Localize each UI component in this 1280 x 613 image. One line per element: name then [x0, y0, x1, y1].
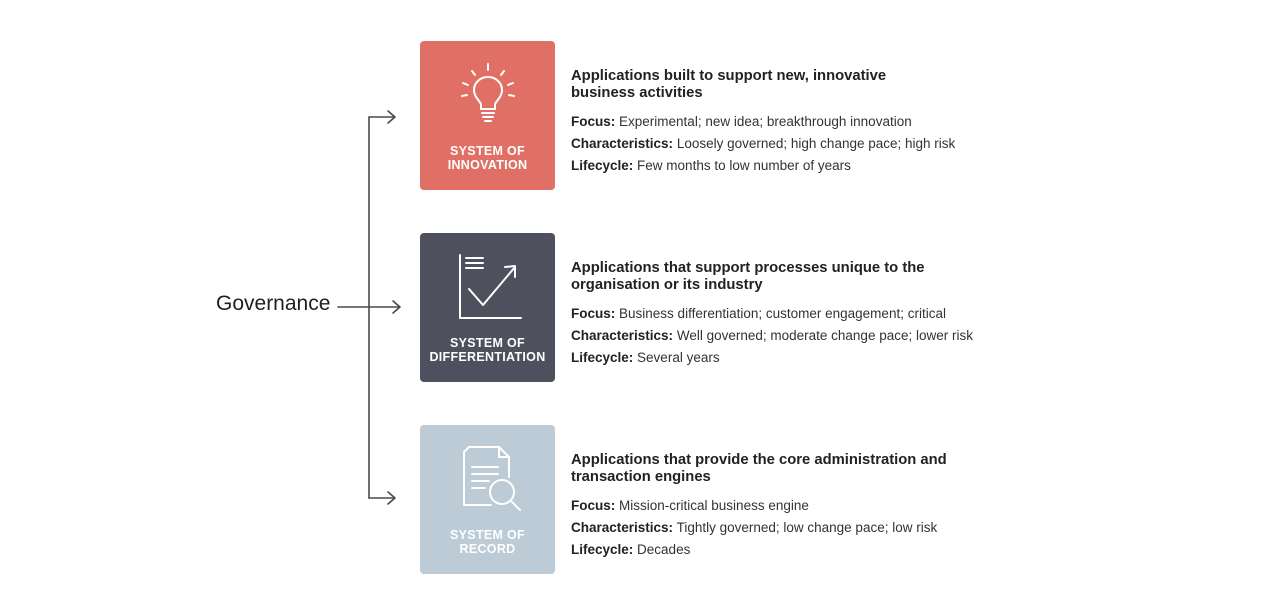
description-system-of-innovation: Applications built to support new, innov… [571, 68, 991, 177]
focus-row: Focus: Business differentiation; custome… [571, 306, 946, 321]
document-search-icon [462, 446, 521, 511]
arrow-head-top [387, 110, 396, 124]
lifecycle-row: Lifecycle: Several years [571, 350, 720, 365]
focus-row: Focus: Mission-critical business engine [571, 498, 809, 513]
arrow-head-bottom [387, 491, 396, 505]
description-heading: Applications that provide the core admin… [571, 452, 947, 485]
governance-label: Governance [216, 292, 331, 315]
tile-system-of-differentiation: SYSTEM OF DIFFERENTIATION [420, 233, 555, 382]
tile-system-of-innovation: SYSTEM OF INNOVATION [420, 41, 555, 190]
description-heading: Applications built to support new, innov… [571, 68, 887, 101]
tile-title: SYSTEM OF INNOVATION [447, 144, 528, 172]
trend-chart-icon [458, 254, 522, 319]
characteristics-row: Characteristics: Loosely governed; high … [571, 136, 956, 151]
tile-title: SYSTEM OF DIFFERENTIATION [429, 336, 546, 364]
lifecycle-row: Lifecycle: Decades [571, 542, 691, 557]
description-system-of-differentiation: Applications that support processes uniq… [571, 260, 991, 369]
lightbulb-icon [460, 63, 515, 122]
arrow-head-middle [392, 300, 401, 314]
characteristics-row: Characteristics: Well governed; moderate… [571, 328, 973, 343]
tile-system-of-record: SYSTEM OF RECORD [420, 425, 555, 574]
tile-title: SYSTEM OF RECORD [450, 528, 525, 556]
description-system-of-record: Applications that provide the core admin… [571, 452, 991, 561]
lifecycle-row: Lifecycle: Few months to low number of y… [571, 158, 851, 173]
description-heading: Applications that support processes uniq… [571, 260, 925, 293]
focus-row: Focus: Experimental; new idea; breakthro… [571, 114, 912, 129]
characteristics-row: Characteristics: Tightly governed; low c… [571, 520, 938, 535]
